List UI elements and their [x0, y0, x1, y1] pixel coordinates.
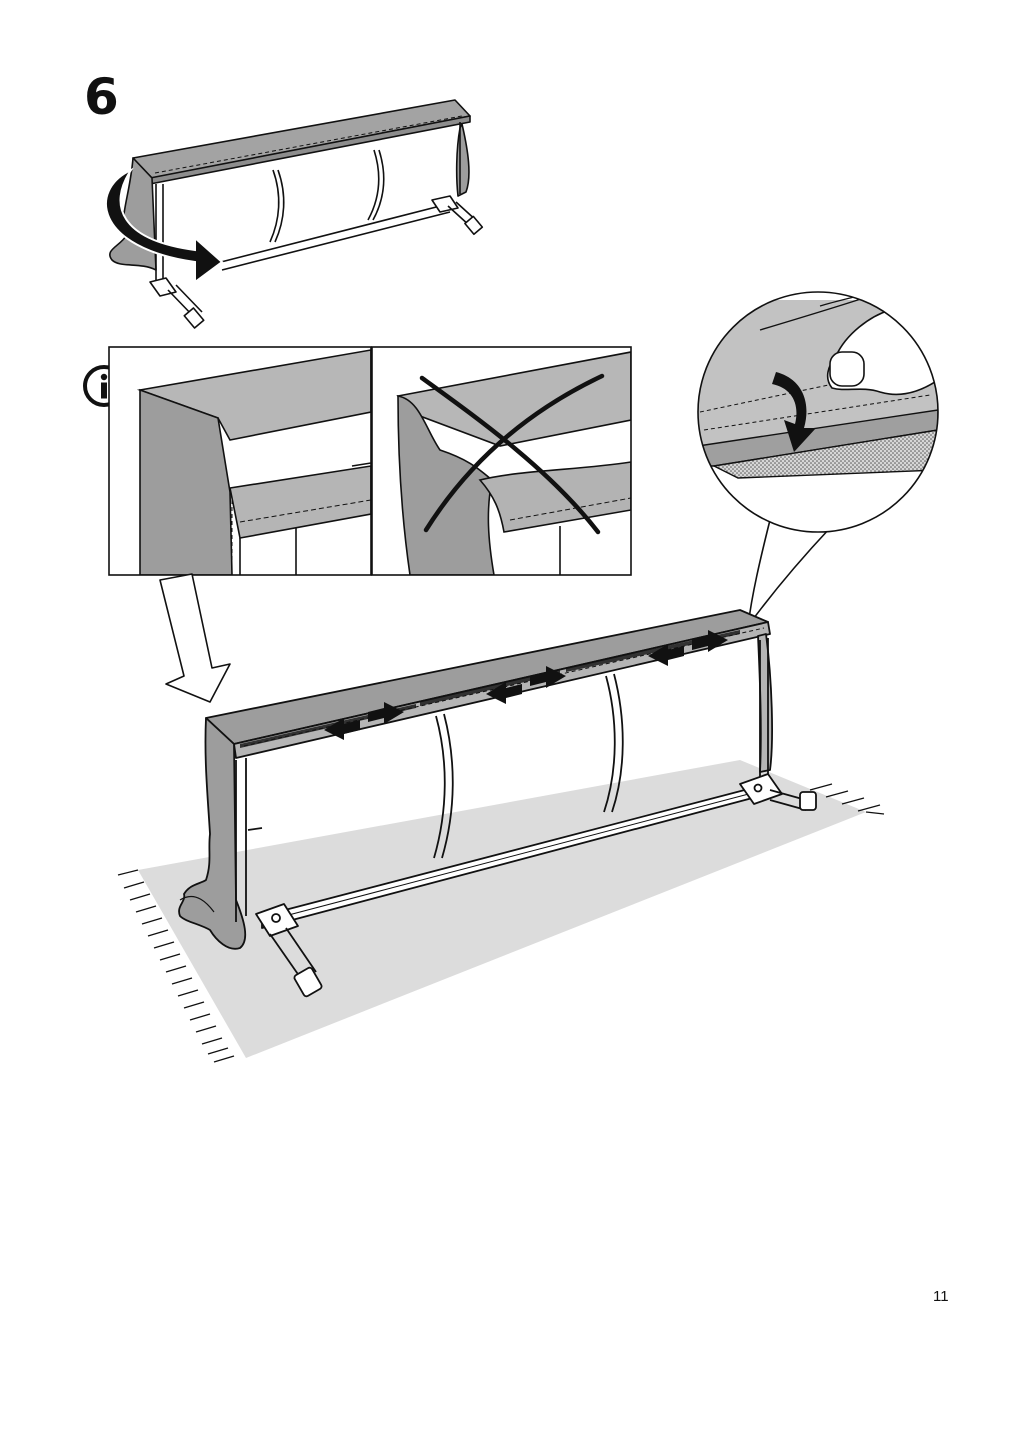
double-arrow-icon: [324, 630, 728, 740]
step-number: 6: [84, 68, 119, 126]
floor-rug: [138, 760, 866, 1058]
info-box-frame-2: [371, 346, 632, 576]
press-arrow: [772, 372, 816, 452]
rug-fringe: [117, 783, 885, 1063]
info-box-correct: [109, 347, 371, 575]
info-box-frame: [108, 346, 372, 576]
rotate-arrow-icon: [105, 167, 224, 284]
cross-mark-icon: [419, 373, 605, 535]
page-number: 11: [933, 1288, 949, 1305]
callout-tail: [746, 519, 832, 629]
small-frame-illustration: [109, 99, 484, 329]
magnifier-callout-icon: [698, 292, 938, 532]
pointer-arrow: [159, 573, 231, 703]
